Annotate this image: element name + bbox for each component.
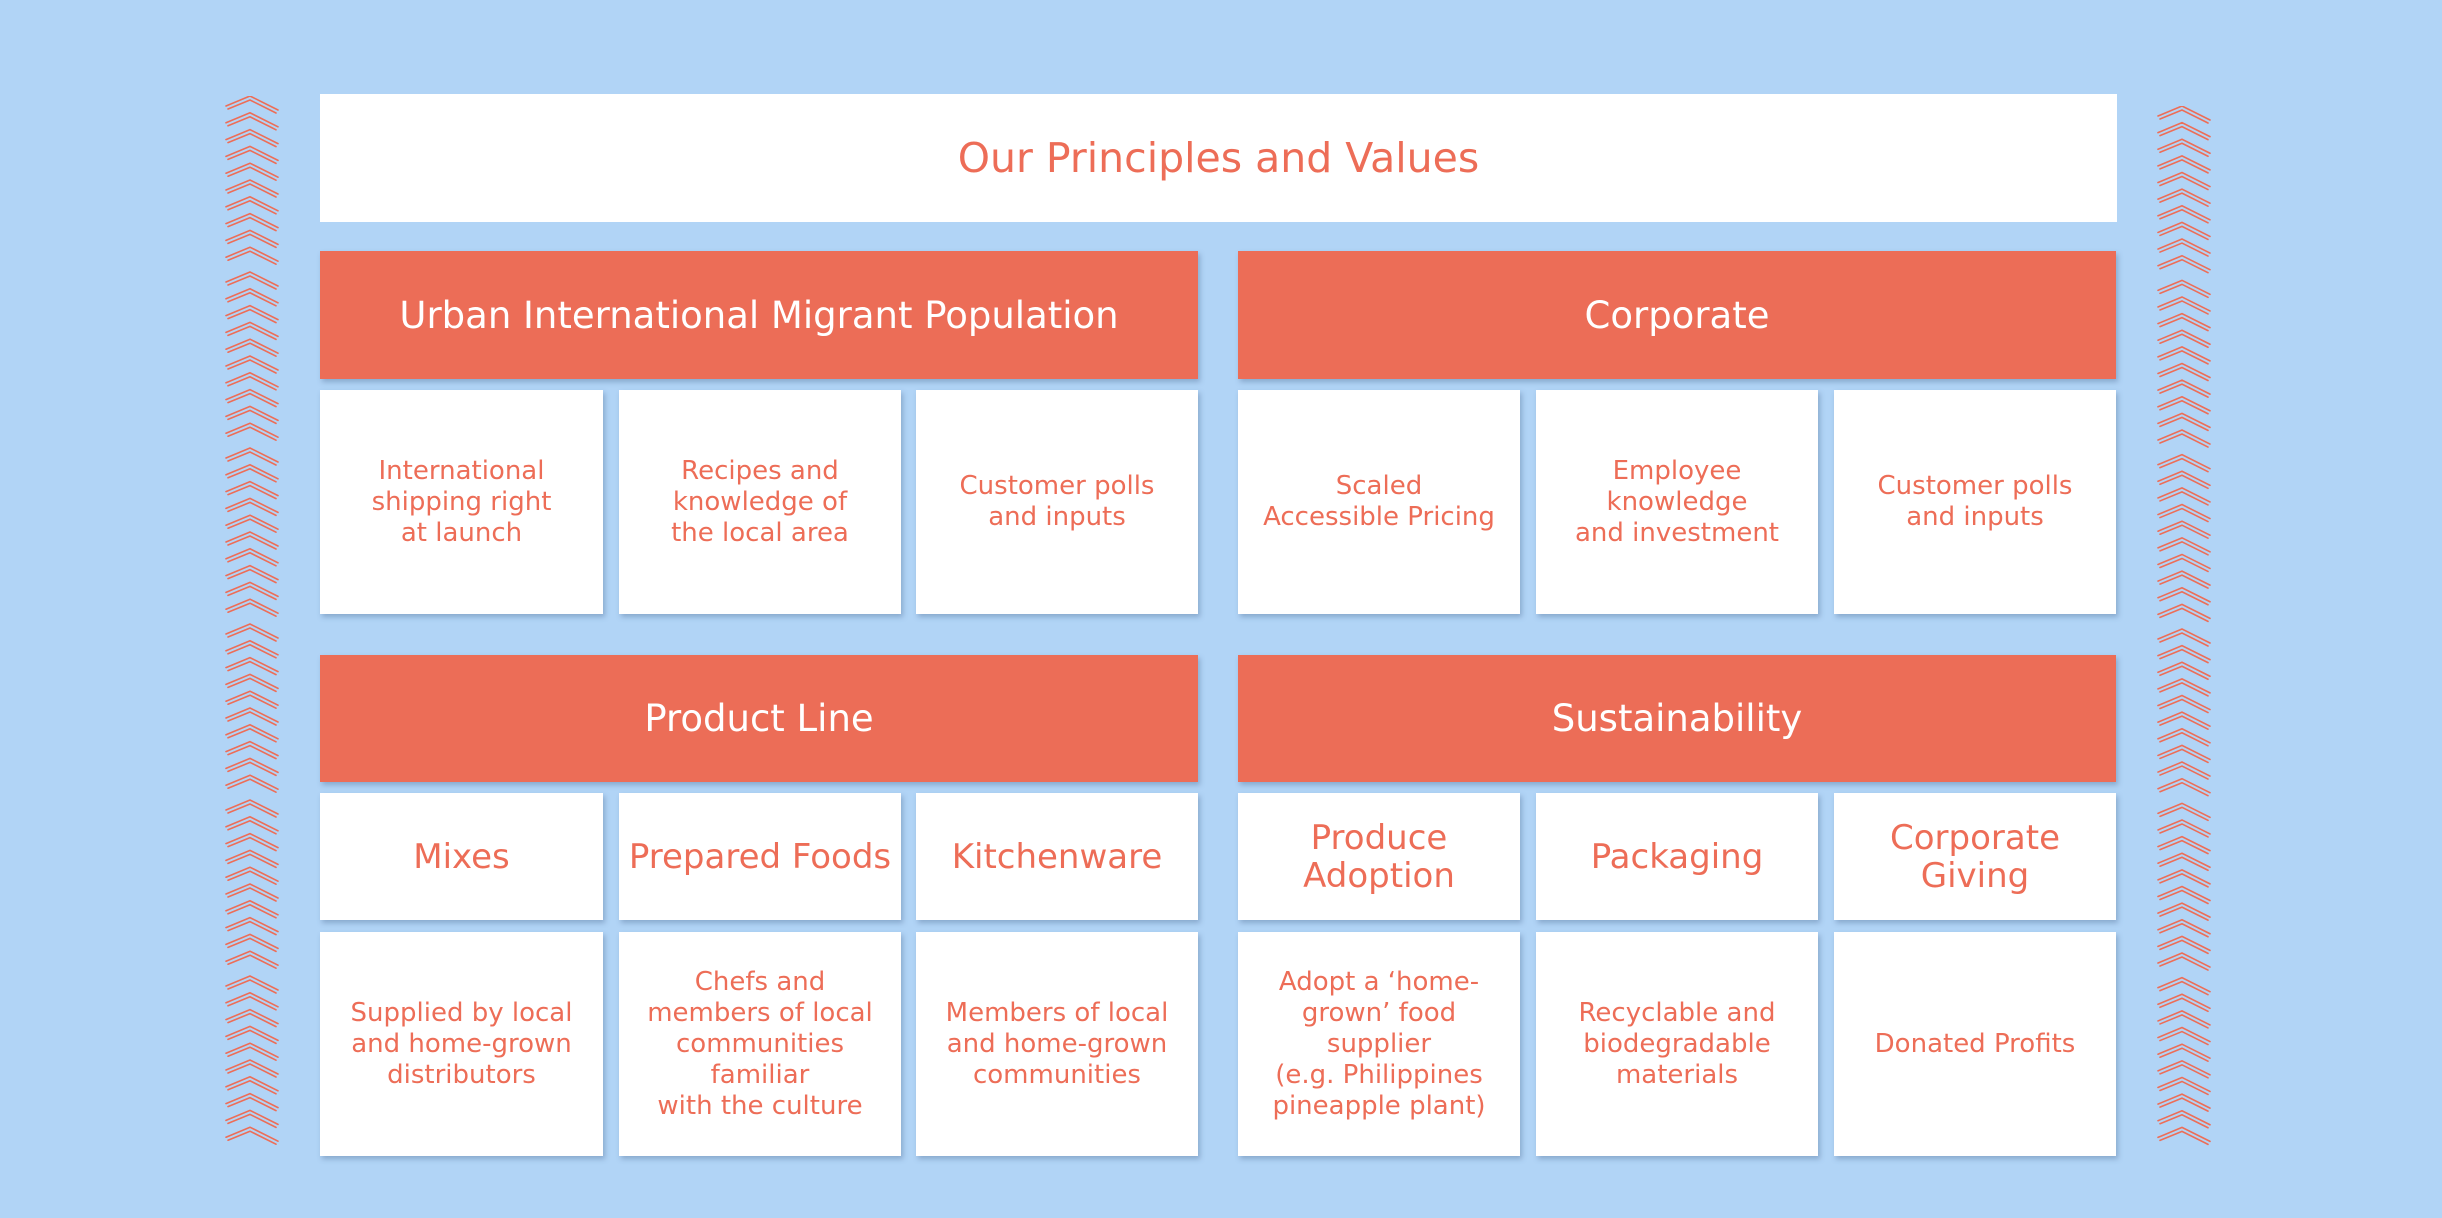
value-card: Recipes and knowledge of the local area — [619, 390, 901, 614]
value-card: Scaled Accessible Pricing — [1238, 390, 1520, 614]
category-card: Corporate Giving — [1834, 793, 2116, 920]
right-feather-border-decoration — [2152, 106, 2218, 1152]
value-card: Employee knowledge and investment — [1536, 390, 1818, 614]
feather-motif — [226, 800, 278, 968]
value-card: Supplied by local and home-grown distrib… — [320, 932, 603, 1156]
feather-motif — [2158, 280, 2210, 447]
value-card: Customer polls and inputs — [916, 390, 1198, 614]
feather-motif — [226, 272, 278, 440]
section-heading-urban-migrant: Urban International Migrant Population — [320, 251, 1198, 379]
category-card: Packaging — [1536, 793, 1818, 920]
feather-motif — [226, 976, 278, 1144]
feather-motif — [226, 624, 278, 792]
value-card: Donated Profits — [1834, 932, 2116, 1156]
category-card: Mixes — [320, 793, 603, 920]
value-card: Adopt a ‘home- grown’ food supplier (e.g… — [1238, 932, 1520, 1156]
section-heading-corporate: Corporate — [1238, 251, 2116, 379]
category-card: Produce Adoption — [1238, 793, 1520, 920]
feather-motif — [2158, 629, 2210, 796]
feather-motif — [226, 96, 278, 264]
left-feather-border-decoration — [220, 96, 286, 1152]
feather-motif — [226, 448, 278, 616]
category-card: Kitchenware — [916, 793, 1198, 920]
section-heading-product-line: Product Line — [320, 655, 1198, 782]
value-card: Members of local and home-grown communit… — [916, 932, 1198, 1156]
category-card: Prepared Foods — [619, 793, 901, 920]
feather-motif — [2158, 455, 2210, 622]
feather-motif — [2158, 803, 2210, 970]
value-card: Chefs and members of local communities f… — [619, 932, 901, 1156]
value-card: Customer polls and inputs — [1834, 390, 2116, 614]
feather-motif — [2158, 106, 2210, 273]
page-title: Our Principles and Values — [320, 94, 2117, 222]
value-card: Recyclable and biodegradable materials — [1536, 932, 1818, 1156]
value-card: International shipping right at launch — [320, 390, 603, 614]
section-heading-sustainability: Sustainability — [1238, 655, 2116, 782]
feather-motif — [2158, 978, 2210, 1145]
